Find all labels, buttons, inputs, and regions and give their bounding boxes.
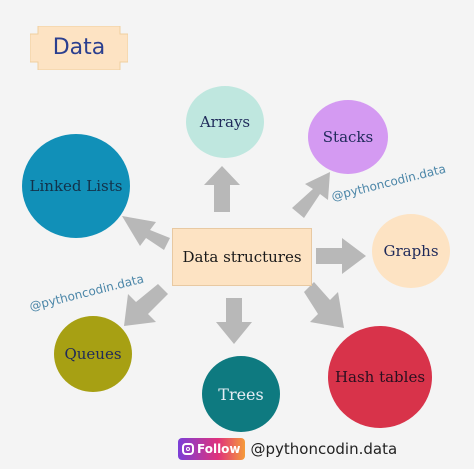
node-queues-label: Queues <box>64 345 122 363</box>
node-queues: Queues <box>54 316 132 392</box>
node-stacks: Stacks <box>308 100 388 174</box>
node-linked-lists: Linked Lists <box>22 134 130 238</box>
follow-badge[interactable]: Follow <box>178 438 245 460</box>
node-stacks-label: Stacks <box>322 128 374 146</box>
title-badge: Data <box>30 26 128 70</box>
center-node: Data structures <box>172 228 312 286</box>
footer: Follow @pythoncodin.data <box>178 436 397 462</box>
node-arrays-label: Arrays <box>199 113 251 131</box>
node-arrays: Arrays <box>186 86 264 158</box>
follow-label: Follow <box>197 442 241 456</box>
arrow-to-linked-lists <box>122 216 170 250</box>
arrow-to-hash-tables <box>304 282 344 328</box>
node-linked-lists-label: Linked Lists <box>29 177 123 195</box>
node-trees-label: Trees <box>218 384 264 404</box>
node-hash-tables: Hash tables <box>328 326 432 428</box>
node-graphs-label: Graphs <box>383 242 439 260</box>
footer-handle[interactable]: @pythoncodin.data <box>250 440 398 458</box>
node-hash-tables-label: Hash tables <box>334 368 426 386</box>
diagram-title: Data <box>52 35 106 60</box>
title-badge-frame <box>30 26 128 70</box>
instagram-icon <box>182 443 194 455</box>
arrow-to-arrays <box>204 166 240 212</box>
node-trees: Trees <box>202 356 280 432</box>
arrow-to-graphs <box>316 238 366 274</box>
center-node-label: Data structures <box>182 248 302 266</box>
arrow-to-queues <box>124 284 168 326</box>
arrow-to-stacks <box>292 172 330 218</box>
arrow-to-trees <box>216 298 252 344</box>
node-graphs: Graphs <box>372 214 450 288</box>
